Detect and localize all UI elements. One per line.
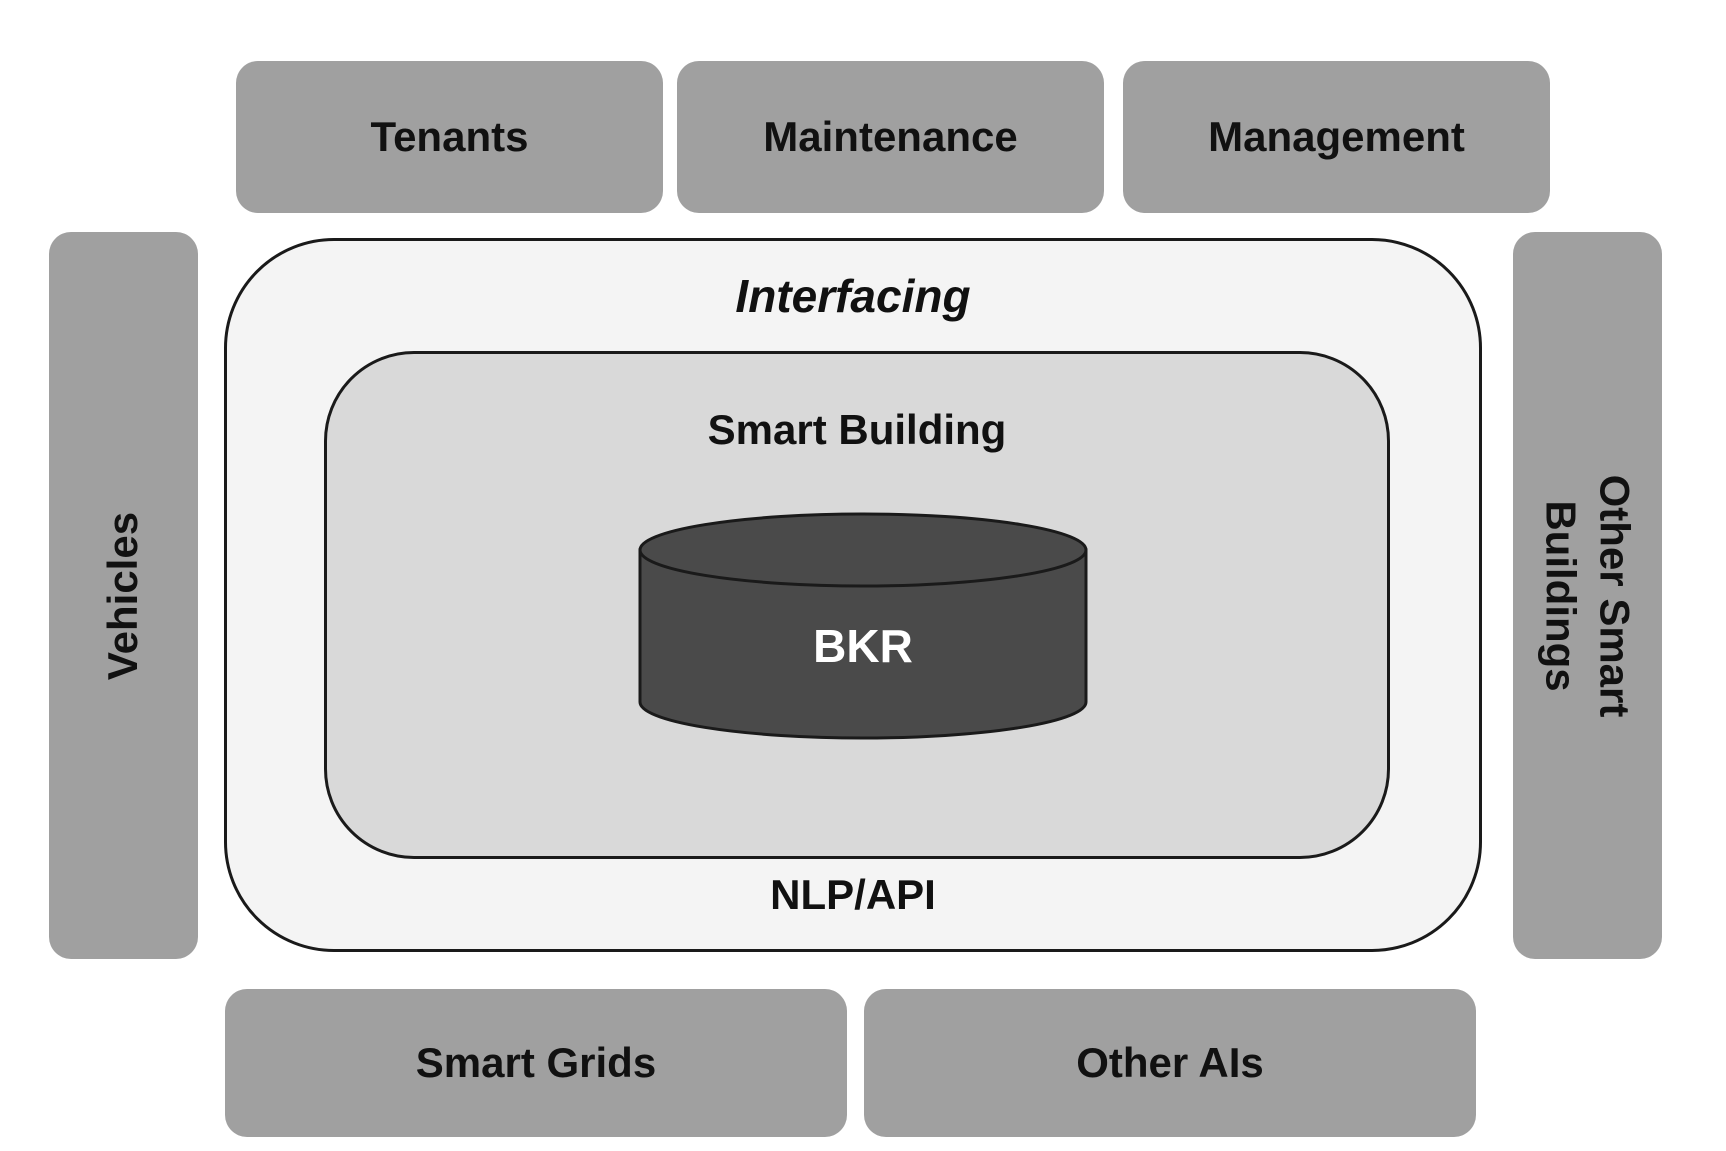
other-smart-buildings-label: Other Smart Buildings [1534,474,1642,717]
database-label: BKR [813,620,913,672]
smart-building-title: Smart Building [707,406,1007,453]
other-smart-buildings-line2: Buildings [1537,499,1585,692]
vehicles-box: Vehicles [49,232,198,959]
management-label: Management [1208,113,1465,160]
database-body [638,548,1088,740]
other-smart-buildings-box: Other Smart Buildings [1513,232,1662,959]
tenants-box: Tenants [236,61,663,213]
interfacing-title: Interfacing [735,270,971,322]
smart-grids-box: Smart Grids [225,989,847,1137]
tenants-label: Tenants [370,113,529,160]
maintenance-box: Maintenance [677,61,1104,213]
interfacing-container: Interfacing Smart Building BKR NLP/API [224,238,1482,952]
smart-building-container: Smart Building BKR [324,351,1390,859]
maintenance-label: Maintenance [763,113,1018,160]
database-cylinder-icon [638,512,1088,740]
management-box: Management [1123,61,1550,213]
vehicles-label: Vehicles [99,511,147,680]
other-ais-box: Other AIs [864,989,1476,1137]
other-ais-label: Other AIs [1076,1039,1264,1086]
nlp-api-label: NLP/API [770,871,936,918]
database-top [638,512,1088,588]
smart-grids-label: Smart Grids [415,1039,657,1086]
other-smart-buildings-line1: Other Smart [1591,474,1639,717]
